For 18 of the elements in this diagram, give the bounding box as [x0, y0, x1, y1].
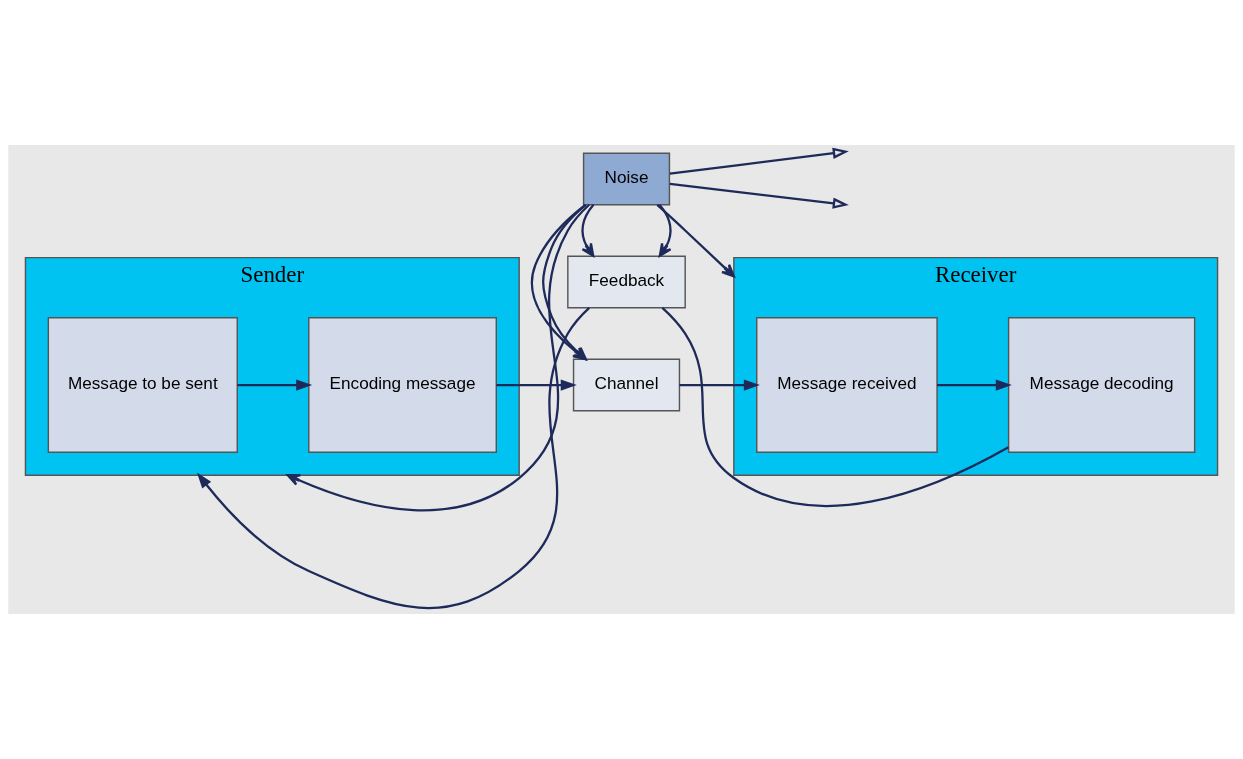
node-box: Message received: [756, 317, 938, 453]
node-box: Message to be sent: [47, 317, 238, 453]
arrow: [237, 379, 313, 391]
arrow: [496, 379, 577, 391]
arrow: [937, 379, 1012, 391]
arrow: [581, 204, 595, 257]
node-box: Encoding message: [308, 317, 497, 453]
arrow: [679, 379, 760, 391]
arrow: [669, 182, 849, 209]
connector: [661, 306, 1009, 508]
node-box: Feedback: [567, 255, 686, 309]
arrow: [658, 204, 672, 257]
arrow: [669, 147, 849, 175]
node-box: Message decoding: [1007, 317, 1196, 453]
node-box: Noise: [582, 152, 671, 206]
arrow: [196, 307, 591, 609]
arrow: [656, 204, 735, 278]
node-box: Channel: [572, 358, 681, 412]
